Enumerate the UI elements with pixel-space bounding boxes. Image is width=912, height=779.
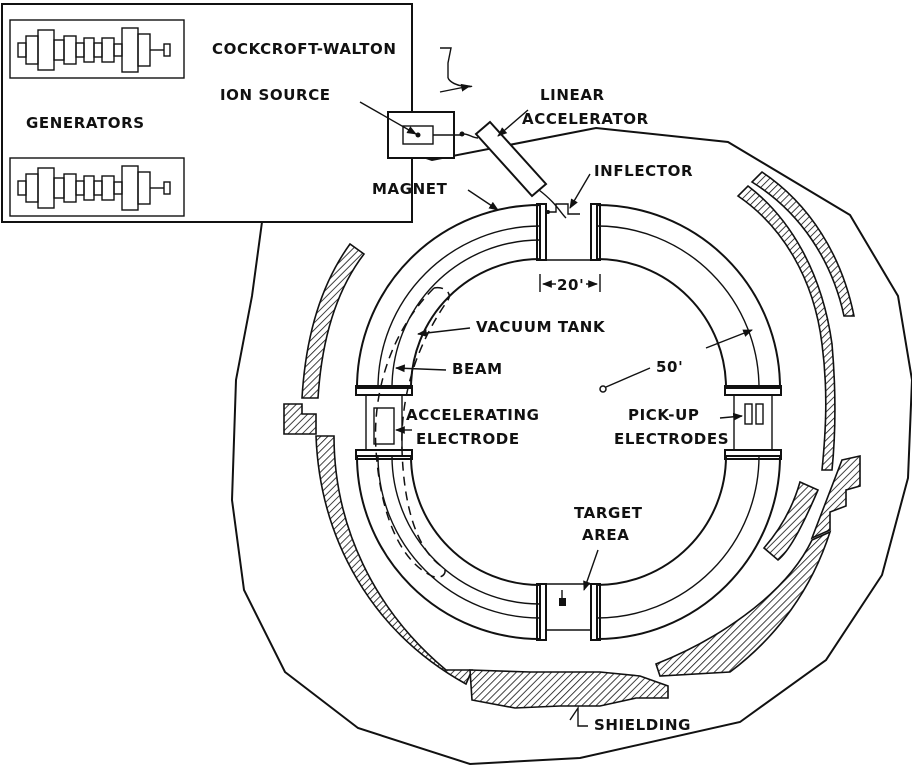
accelerating-electrode <box>365 395 403 450</box>
label-magnet: MAGNET <box>372 180 448 198</box>
label-inflector: INFLECTOR <box>594 162 693 180</box>
label-cockcroft-walton: COCKCROFT-WALTON <box>212 40 397 58</box>
label-generators: GENERATORS <box>26 114 145 132</box>
label-area: AREA <box>582 526 629 544</box>
label-linear-1: LINEAR <box>540 86 605 104</box>
label-50ft: 50' <box>656 358 683 376</box>
label-linear-2: ACCELERATOR <box>522 110 649 128</box>
building-outline <box>230 126 912 766</box>
label-target: TARGET <box>574 504 643 522</box>
generator-2 <box>9 157 185 217</box>
target-area <box>546 583 591 631</box>
label-electrode: ELECTRODE <box>416 430 520 448</box>
generator-building <box>1 3 413 223</box>
label-20ft: 20' <box>557 276 584 294</box>
pickup-electrodes <box>733 395 773 450</box>
label-beam: BEAM <box>452 360 503 378</box>
shielding-blocks <box>283 170 861 709</box>
ring-center <box>599 385 607 393</box>
label-pickup: PICK-UP <box>628 406 700 424</box>
label-electrodes: ELECTRODES <box>614 430 729 448</box>
label-shielding: SHIELDING <box>594 716 691 734</box>
beam-path <box>374 287 435 577</box>
label-ion-source: ION SOURCE <box>220 86 331 104</box>
label-vacuum-tank: VACUUM TANK <box>476 318 606 336</box>
label-accelerating: ACCELERATING <box>406 406 540 424</box>
magnet-quadrant-top-right <box>590 203 782 396</box>
generator-1 <box>9 19 185 79</box>
magnet-quadrant-top-left <box>355 203 547 396</box>
magnet-quadrant-bottom-right <box>590 449 782 641</box>
